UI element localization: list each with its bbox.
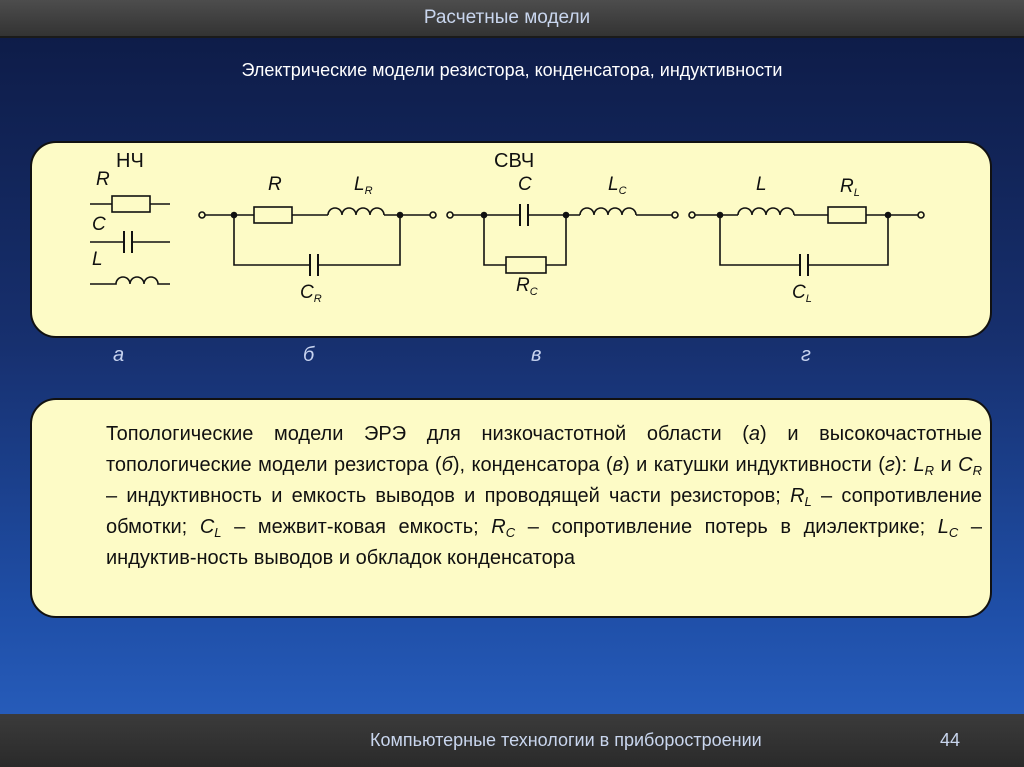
nch-label: НЧ [116, 150, 144, 172]
slide-page-number: 44 [940, 730, 961, 750]
description-panel: Топологические модели ЭРЭ для низкочасто… [30, 398, 992, 618]
svg-text:L: L [756, 174, 767, 195]
panel-letter-a: а [113, 344, 125, 366]
svg-text:LR: LR [354, 174, 373, 197]
svg-text:RC: RC [516, 275, 538, 298]
capacitor-hf-model: C LC RC [446, 174, 679, 298]
slide-section-title: Расчетные модели [423, 7, 591, 28]
inductor-hf-model: L RL CL [688, 174, 925, 305]
svg-text:CR: CR [300, 282, 322, 305]
legend-inductor: L [90, 249, 170, 285]
svg-text:C: C [92, 214, 106, 235]
panel-letter-v: в [531, 344, 542, 366]
circuit-diagram: НЧ СВЧ R C L [90, 150, 925, 305]
resistor-hf-model: R LR CR [198, 174, 437, 305]
header-bar: Расчетные модели [0, 0, 1024, 38]
panel-letter-b: б [303, 344, 315, 366]
description-text: Топологические модели ЭРЭ для низкочасто… [106, 423, 982, 569]
svg-text:CL: CL [792, 282, 812, 305]
svg-text:C: C [518, 174, 532, 195]
slide-subtitle: Электрические модели резистора, конденса… [241, 60, 783, 80]
panel-letter-g: г [801, 344, 811, 366]
svg-text:R: R [96, 169, 110, 190]
legend-resistor: R [90, 169, 170, 213]
footer-course-title: Компьютерные технологии в приборостроени… [370, 730, 762, 750]
svg-text:R: R [268, 174, 282, 195]
footer-bar: Компьютерные технологии в приборостроени… [0, 714, 1024, 767]
legend-capacitor: C [90, 214, 170, 253]
svg-text:RL: RL [840, 176, 860, 199]
svg-text:L: L [92, 249, 103, 270]
circuit-diagram-panel: НЧ СВЧ R C L [30, 141, 992, 338]
svg-text:LC: LC [608, 174, 627, 197]
svch-label: СВЧ [494, 150, 534, 172]
